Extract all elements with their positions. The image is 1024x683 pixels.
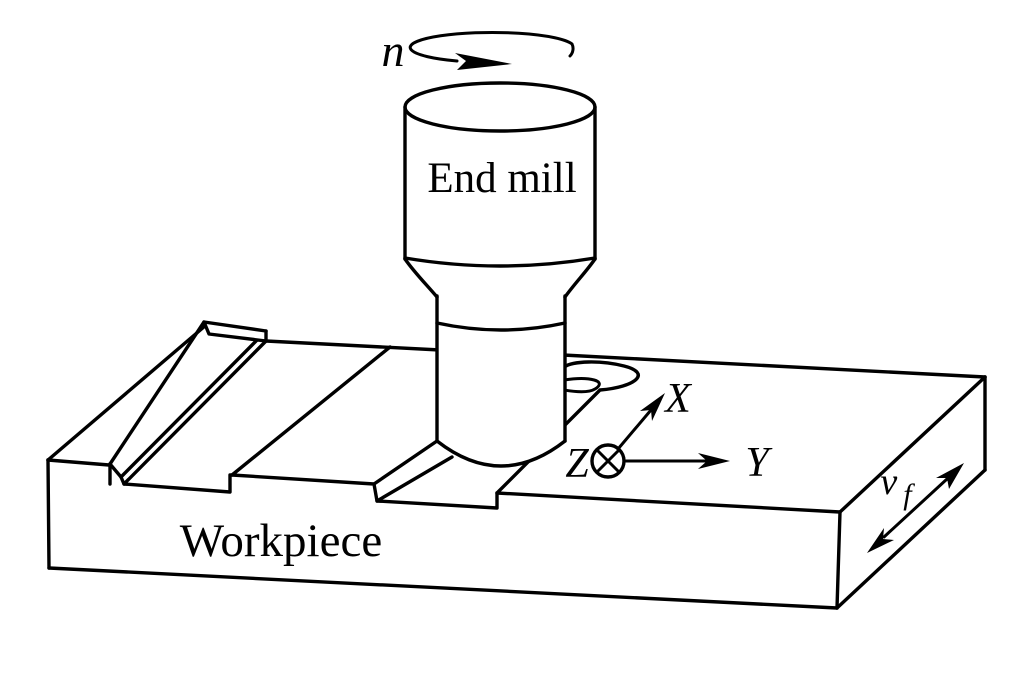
rib-top-left-edge <box>108 320 206 466</box>
active-slot-left-wall-bottom <box>375 455 454 503</box>
front-face-bottom-edge <box>47 566 839 610</box>
rib-top-right-edge <box>119 329 268 479</box>
rib-back-face <box>202 320 268 343</box>
y-axis-arrow-icon <box>624 453 730 469</box>
workpiece-label: Workpiece <box>180 515 382 567</box>
tool-neck-right <box>563 257 597 299</box>
active-slot-left-wall-top <box>372 439 439 486</box>
rotation-arrowhead <box>455 53 512 70</box>
milled-slot-step-edge <box>230 345 392 477</box>
tool-flute-junction-arc <box>435 321 567 332</box>
z-axis-label: Z <box>565 441 589 487</box>
spindle-speed-label: n <box>382 25 405 76</box>
tool-bottom-arc <box>435 439 567 468</box>
rotation-arrow-icon: n <box>382 25 575 76</box>
x-axis-label: X <box>663 376 693 422</box>
rib-thin-wall <box>108 320 268 486</box>
front-face-left-edge <box>46 458 51 570</box>
y-axis-label: Y <box>745 440 773 486</box>
right-face-bottom-edge <box>835 468 987 610</box>
tool-silhouette <box>405 107 595 466</box>
end-mill-label: End mill <box>427 155 576 202</box>
tool-holder-top <box>403 81 597 133</box>
tool-neck-left <box>403 257 439 299</box>
top-face-back-edge-right <box>561 353 987 379</box>
rotation-arc <box>408 30 575 63</box>
front-right-edge <box>835 510 842 610</box>
top-face-back-edge-left <box>264 339 442 352</box>
active-slot-right-edge-and-end-arc <box>495 360 640 495</box>
active-slot-end-floor-arc <box>562 377 601 394</box>
z-axis-origin-icon <box>590 443 626 479</box>
end-mill-tool: End mill <box>403 81 597 468</box>
tool-holder-bottom-arc <box>403 256 597 268</box>
coordinate-system: X Y Z <box>565 376 773 487</box>
right-face-top-edge <box>838 375 987 514</box>
top-face-left-edge <box>46 324 207 462</box>
rib-base-edge <box>122 339 268 486</box>
x-axis-arrow-icon <box>616 393 665 451</box>
active-slot <box>372 360 640 503</box>
